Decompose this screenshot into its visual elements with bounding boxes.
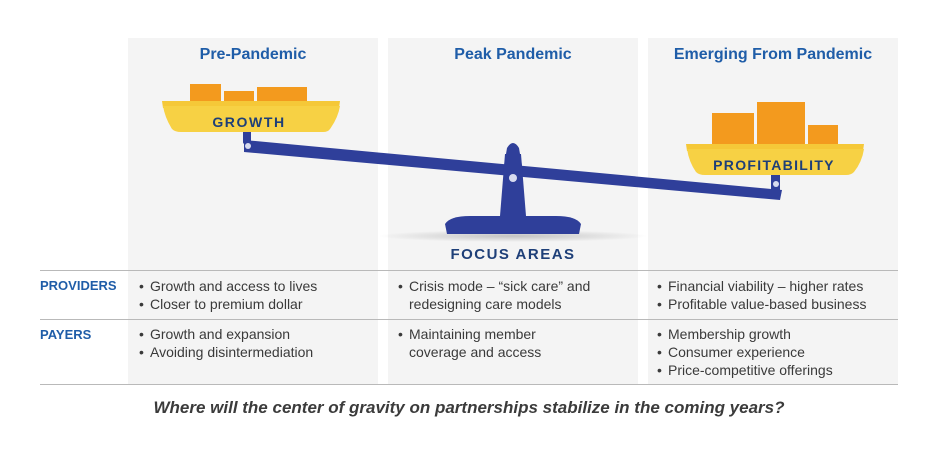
left-tray xyxy=(163,106,340,132)
list-item: Profitable value-based business xyxy=(657,295,897,313)
list-item: Growth and expansion xyxy=(139,325,374,343)
right-block-3 xyxy=(808,125,838,147)
table-divider-bottom xyxy=(40,384,898,385)
table-divider-top xyxy=(40,270,898,271)
left-block-2 xyxy=(224,91,254,104)
list-item: Maintaining member coverage and access xyxy=(398,325,574,361)
payers-emerging-cell: Membership growth Consumer experience Pr… xyxy=(657,325,897,379)
list-item: Crisis mode – “sick care” and redesignin… xyxy=(398,277,609,313)
right-block-1 xyxy=(712,113,754,147)
scale-shadow xyxy=(378,230,648,242)
column-header-peak-pandemic: Peak Pandemic xyxy=(454,46,572,63)
row-label-payers: PAYERS xyxy=(40,327,92,342)
row-label-providers: PROVIDERS xyxy=(40,278,117,293)
right-tray-label: PROFITABILITY xyxy=(713,157,835,173)
scale-base xyxy=(445,216,581,234)
list-item: Closer to premium dollar xyxy=(139,295,374,313)
list-item: Consumer experience xyxy=(657,343,897,361)
column-header-emerging: Emerging From Pandemic xyxy=(673,46,873,63)
list-item: Membership growth xyxy=(657,325,897,343)
left-tray-label: GROWTH xyxy=(212,114,285,130)
providers-pre-pandemic-cell: Growth and access to lives Closer to pre… xyxy=(139,277,374,313)
left-block-3 xyxy=(257,87,307,104)
payers-peak-pandemic-cell: Maintaining member coverage and access xyxy=(398,325,633,361)
list-item: Avoiding disintermediation xyxy=(139,343,374,361)
list-item: Financial viability – higher rates xyxy=(657,277,897,295)
pivot-pin xyxy=(509,174,517,182)
providers-peak-pandemic-cell: Crisis mode – “sick care” and redesignin… xyxy=(398,277,633,313)
table-divider-middle xyxy=(40,319,898,320)
closing-question: Where will the center of gravity on part… xyxy=(153,398,785,417)
right-block-2 xyxy=(757,102,805,147)
focus-areas-label: FOCUS AREAS xyxy=(450,246,576,263)
left-block-1 xyxy=(190,84,221,104)
column-header-pre-pandemic: Pre-Pandemic xyxy=(199,46,307,63)
payers-pre-pandemic-cell: Growth and expansion Avoiding disinterme… xyxy=(139,325,374,361)
list-item: Price-competitive offerings xyxy=(657,361,897,379)
scale-pivot xyxy=(503,143,523,172)
right-hanger-pin xyxy=(773,181,779,187)
providers-emerging-cell: Financial viability – higher rates Profi… xyxy=(657,277,897,313)
left-hanger-pin xyxy=(245,143,251,149)
list-item: Growth and access to lives xyxy=(139,277,374,295)
right-tray xyxy=(687,149,864,175)
